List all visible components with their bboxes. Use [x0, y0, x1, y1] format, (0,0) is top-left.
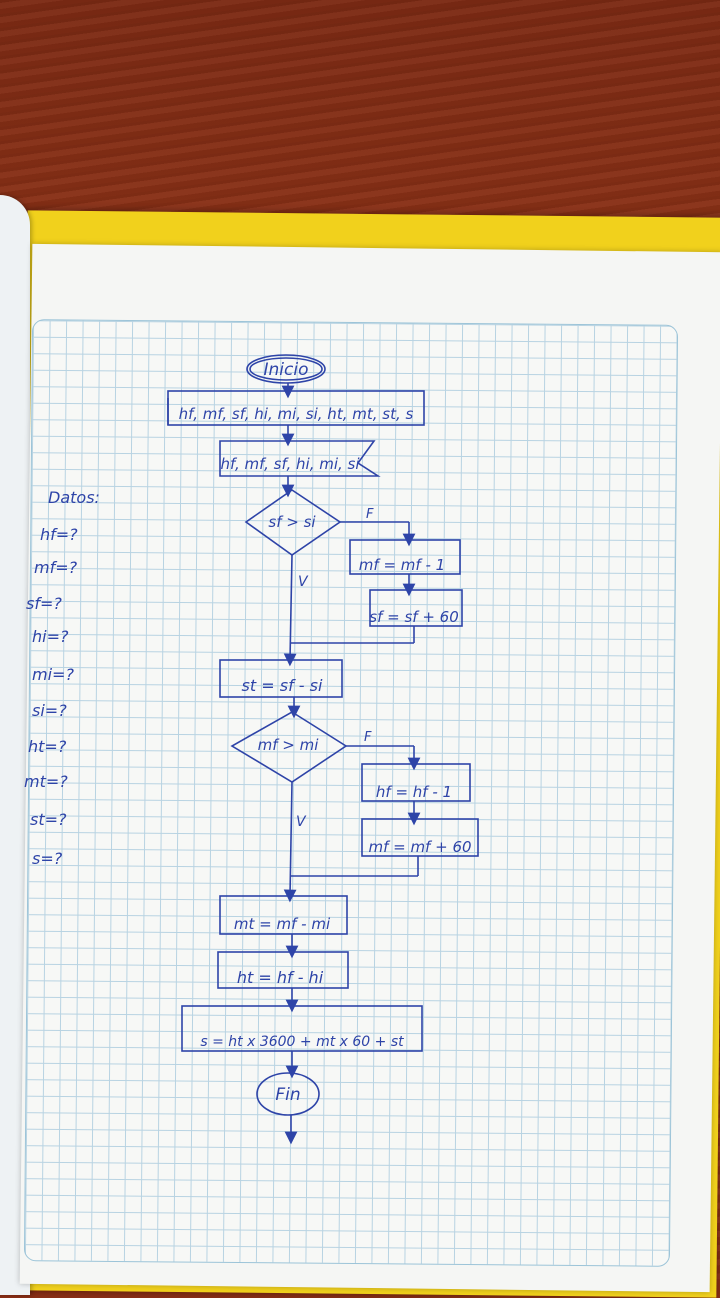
declare-label: hf, mf, sf, hi, mi, si, ht, mt, st, s: [179, 405, 414, 423]
d2-step2-box: [361, 818, 479, 857]
decision1-true-label: V: [298, 574, 309, 590]
data-item: mt=?: [24, 772, 68, 791]
data-item: mi=?: [32, 665, 74, 684]
decision2-false-label: F: [364, 730, 372, 745]
calc-ht-box: [217, 951, 349, 989]
calc-ht-label: ht = hf - hi: [237, 968, 324, 987]
start-oval: [246, 354, 326, 384]
data-item: s=?: [32, 849, 63, 868]
data-item: hf=?: [40, 525, 78, 544]
decision2-true-label: V: [296, 814, 307, 830]
input-box: [219, 440, 381, 477]
d1-step2-box: [369, 589, 463, 627]
data-item: ht=?: [28, 737, 67, 756]
d2-step1-label: hf = hf - 1: [376, 783, 452, 801]
data-item: mf=?: [34, 558, 78, 577]
decision1-label: sf > si: [268, 513, 316, 531]
end-label: Fin: [275, 1085, 300, 1105]
data-item: st=?: [30, 810, 67, 829]
decision1-false-label: F: [366, 507, 374, 522]
input-label: hf, mf, sf, hi, mi, si: [220, 455, 360, 473]
end-oval: [256, 1072, 320, 1116]
data-item: sf=?: [26, 594, 62, 613]
start-label: Inicio: [264, 360, 309, 380]
calc-s-label: s = ht x 3600 + mt x 60 + st: [200, 1034, 404, 1050]
calc-s-box: [181, 1005, 423, 1052]
d1-step1-box: [349, 539, 461, 575]
d1-step2-label: sf = sf + 60: [369, 608, 459, 626]
calc-mt-label: mt = mf - mi: [234, 915, 331, 933]
data-item: si=?: [32, 701, 67, 720]
decision2-label: mf > mi: [258, 736, 320, 754]
calc-mt-box: [219, 895, 348, 935]
calc-st-label: st = sf - si: [242, 676, 323, 695]
d2-step2-label: mf = mf + 60: [368, 838, 471, 856]
d1-step1-label: mf = mf - 1: [359, 556, 445, 574]
data-item: hi=?: [32, 627, 69, 646]
d2-step1-box: [361, 763, 471, 802]
calc-st-box: [219, 659, 343, 698]
data-heading: Datos:: [48, 488, 100, 507]
